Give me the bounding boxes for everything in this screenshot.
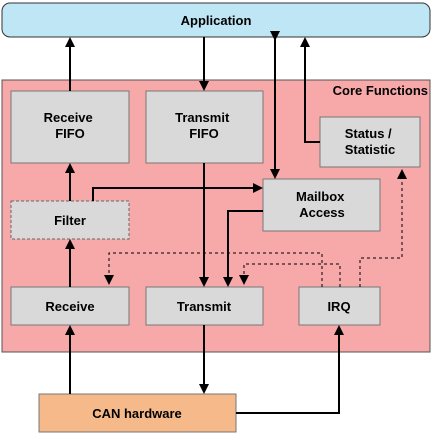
can-hardware-label: CAN hardware	[92, 406, 182, 421]
arrow-mailbox-to-transmit	[223, 210, 263, 287]
receive-box	[10, 286, 130, 326]
arrow-status-to-application	[300, 37, 320, 143]
receive-fifo-line1: Receive	[44, 110, 93, 125]
arrow-can-to-irq	[236, 325, 344, 414]
irq-label: IRQ	[327, 299, 350, 314]
mailbox-access-label: Mailbox Access	[296, 189, 348, 220]
receive-fifo-label: Receive FIFO	[44, 110, 97, 141]
filter-label: Filter	[54, 213, 86, 228]
dashed-irq-to-receive	[104, 252, 323, 287]
dashed-irq-to-status	[359, 169, 407, 287]
transmit-fifo-label: Transmit FIFO	[175, 110, 233, 141]
status-line1: Status /	[345, 126, 392, 141]
receive-label: Receive	[45, 299, 94, 314]
status-line2: Statistic	[345, 142, 396, 157]
core-functions-label: Core Functions	[333, 83, 428, 98]
filter-box	[10, 200, 130, 240]
status-statistic-label: Status / Statistic	[345, 126, 396, 157]
application-label: Application	[181, 13, 252, 28]
transmit-label: Transmit	[177, 299, 232, 314]
mailbox-access-box	[262, 178, 381, 232]
dashed-irq-to-transmit	[239, 263, 341, 287]
application-box	[1, 2, 431, 38]
receive-fifo-line2: FIFO	[55, 126, 85, 141]
transmit-fifo-line2: FIFO	[189, 126, 219, 141]
irq-box	[298, 286, 381, 326]
mailbox-line1: Mailbox	[296, 189, 345, 204]
transmit-fifo-line1: Transmit	[175, 110, 230, 125]
transmit-box	[145, 286, 264, 326]
transmit-fifo-box	[145, 90, 264, 164]
status-statistic-box	[319, 116, 421, 168]
can-hardware-box	[38, 393, 237, 433]
mailbox-line2: Access	[299, 205, 345, 220]
